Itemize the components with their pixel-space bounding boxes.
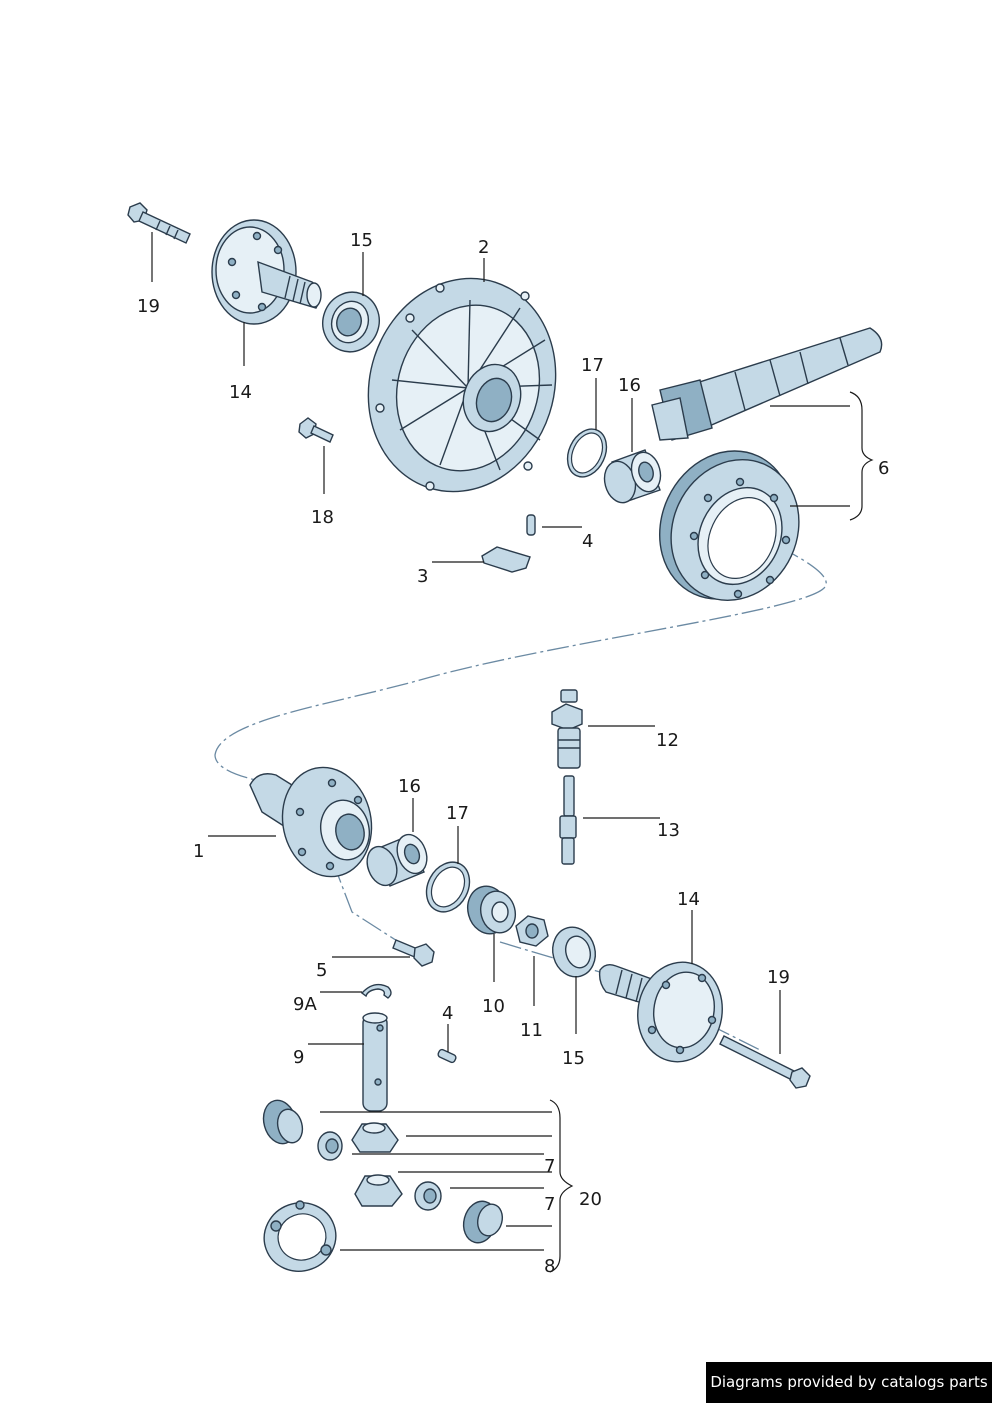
differential-cage-8 — [263, 1200, 337, 1272]
label-20: 20 — [579, 1189, 602, 1210]
label-16-top: 16 — [618, 375, 641, 396]
bearing-16-top — [603, 449, 662, 504]
label-3: 3 — [417, 566, 428, 587]
speedo-shaft-13 — [559, 775, 577, 865]
label-8: 8 — [544, 1256, 555, 1277]
pinion-pin-9 — [362, 1012, 388, 1112]
assembly-path-bolt — [332, 861, 406, 947]
label-19-top: 19 — [137, 296, 160, 317]
pinion-shaft-6 — [651, 327, 883, 441]
bolt-19-top — [127, 202, 191, 244]
bearing-16-bottom — [366, 833, 428, 887]
final-drive-cover-2 — [367, 277, 557, 493]
o-ring-17-top — [566, 428, 608, 478]
bolt-19-bottom — [719, 1035, 811, 1089]
o-ring-17-bottom — [425, 861, 471, 913]
label-16-bottom: 16 — [398, 776, 421, 797]
key-3 — [481, 546, 531, 573]
label-14-bottom: 14 — [677, 889, 700, 910]
label-4-top: 4 — [582, 531, 593, 552]
label-9a: 9A — [293, 994, 317, 1015]
label-11: 11 — [520, 1020, 543, 1041]
label-19-bottom: 19 — [767, 967, 790, 988]
pin-4-bottom — [437, 1048, 457, 1064]
label-10: 10 — [482, 996, 505, 1017]
label-14-top: 14 — [229, 382, 252, 403]
label-7-second: 7 — [544, 1194, 555, 1215]
label-4-bottom: 4 — [442, 1003, 453, 1024]
speedo-drive-12 — [551, 689, 583, 769]
assembly-path-shaft — [499, 941, 611, 976]
pin-4-top — [526, 514, 536, 536]
label-7-first: 7 — [544, 1156, 555, 1177]
crown-wheel-6 — [658, 450, 800, 602]
label-17-top: 17 — [581, 355, 604, 376]
label-6: 6 — [878, 458, 889, 479]
label-9: 9 — [293, 1047, 304, 1068]
label-18: 18 — [311, 507, 334, 528]
differential-housing-1 — [249, 766, 373, 878]
label-2: 2 — [478, 237, 489, 258]
circlip-9a — [360, 983, 392, 999]
seal-15-bottom — [552, 926, 596, 978]
leader-lines — [151, 232, 874, 1273]
label-15-top: 15 — [350, 230, 373, 251]
assembly-path — [214, 519, 827, 783]
drive-flange-14-top — [211, 219, 322, 325]
differential-gear-set-20 — [262, 1099, 504, 1244]
label-12: 12 — [656, 730, 679, 751]
bolt-18 — [298, 417, 334, 443]
nut-11 — [515, 915, 549, 947]
label-13: 13 — [657, 820, 680, 841]
bolt-5 — [392, 939, 435, 967]
seal-15-top — [322, 291, 380, 353]
label-17-bottom: 17 — [446, 803, 469, 824]
speedo-gear-10 — [467, 885, 516, 935]
label-1: 1 — [193, 841, 204, 862]
callout-labels: 19 14 15 2 18 17 16 6 4 3 12 13 1 16 17 … — [137, 230, 889, 1277]
label-15-bottom: 15 — [562, 1048, 585, 1069]
drive-flange-14-bottom — [598, 961, 723, 1063]
label-5: 5 — [316, 960, 327, 981]
credits-banner: Diagrams provided by catalogs parts — [706, 1362, 992, 1403]
